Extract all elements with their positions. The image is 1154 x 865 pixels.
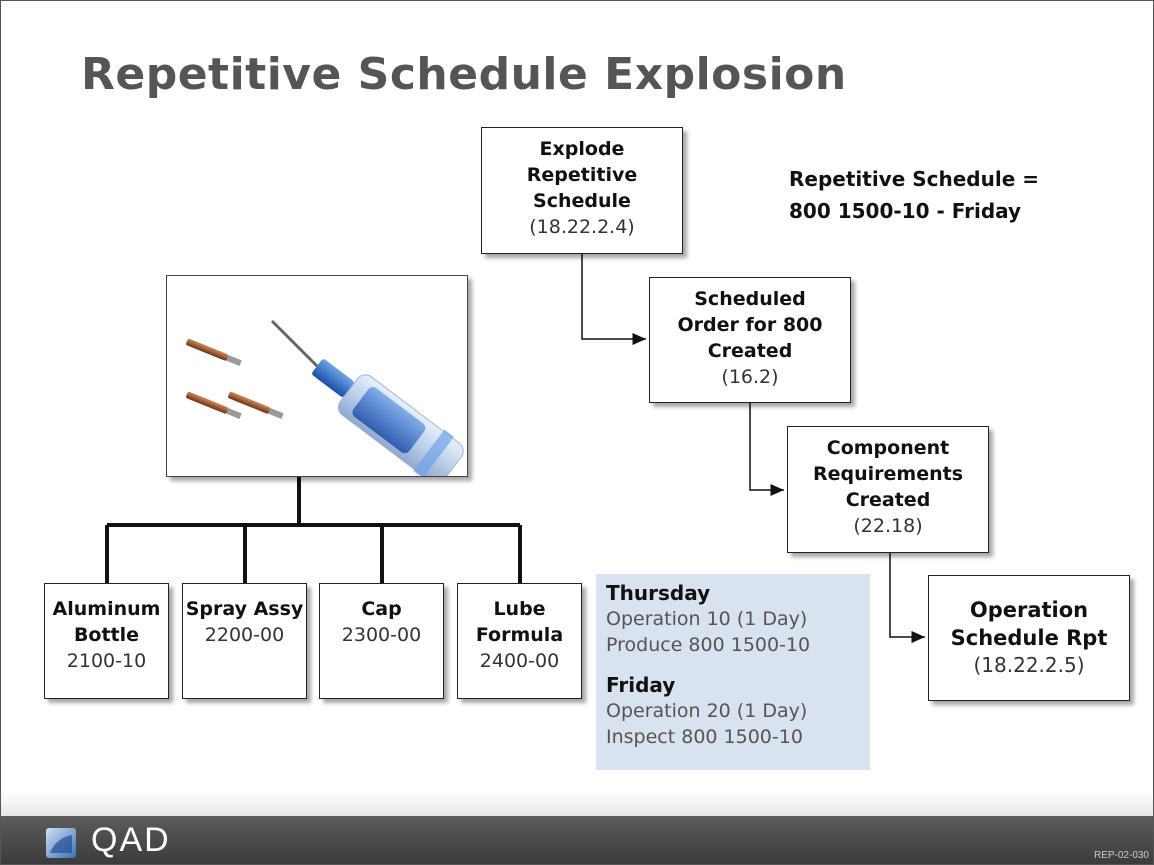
scheduled-line3: Created bbox=[707, 340, 793, 362]
bom-tree-lines bbox=[105, 477, 522, 583]
explode-line3: Schedule bbox=[533, 190, 631, 212]
component-label: Bottle bbox=[73, 624, 140, 646]
friday-task: Inspect 800 1500-10 bbox=[606, 726, 803, 748]
operation-timeline: Thursday Operation 10 (1 Day) Produce 80… bbox=[596, 574, 870, 770]
scheduled-order-box: Scheduled Order for 800 Created (16.2) bbox=[649, 277, 851, 403]
operation-schedule-box: Operation Schedule Rpt (18.22.2.5) bbox=[928, 575, 1130, 701]
component-line1: Component bbox=[826, 437, 950, 459]
day-thursday: Thursday bbox=[606, 581, 711, 605]
component-part-number: 2200-00 bbox=[204, 624, 285, 646]
component-part-number: 2300-00 bbox=[341, 624, 422, 646]
operation-line1: Operation bbox=[969, 598, 1089, 622]
footer-fade bbox=[1, 791, 1153, 817]
note-line1: Repetitive Schedule = bbox=[789, 167, 1039, 191]
footer-bar bbox=[1, 816, 1153, 864]
scheduled-code: (16.2) bbox=[721, 366, 779, 388]
slide-code: REP-02-030 bbox=[1093, 850, 1149, 861]
component-box-cap: Cap 2300-00 bbox=[319, 583, 444, 699]
component-box-aluminum-bottle: Aluminum Bottle 2100-10 bbox=[44, 583, 169, 699]
component-requirements-box: Component Requirements Created (22.18) bbox=[787, 426, 989, 553]
scheduled-line2: Order for 800 bbox=[677, 314, 823, 336]
component-part-number: 2100-10 bbox=[66, 650, 147, 672]
arrow-scheduled-to-component bbox=[749, 403, 784, 496]
explode-line2: Repetitive bbox=[526, 164, 638, 186]
day-friday: Friday bbox=[606, 673, 676, 697]
thursday-task: Produce 800 1500-10 bbox=[606, 634, 811, 656]
schedule-note: Repetitive Schedule = 800 1500-10 - Frid… bbox=[789, 163, 1039, 227]
operation-line2: Schedule Rpt bbox=[950, 626, 1108, 650]
scheduled-line1: Scheduled bbox=[694, 288, 806, 310]
component-line2: Requirements bbox=[812, 463, 963, 485]
component-box-spray-assy: Spray Assy 2200-00 bbox=[182, 583, 307, 699]
component-line3: Created bbox=[845, 489, 931, 511]
qad-logo-text: QAD bbox=[91, 821, 171, 859]
arrow-explode-to-scheduled bbox=[581, 254, 646, 345]
syringe-image bbox=[166, 275, 468, 477]
component-label: Spray Assy bbox=[185, 598, 304, 620]
component-label: Cap bbox=[361, 598, 402, 620]
component-code: (22.18) bbox=[853, 515, 923, 537]
component-label: Formula bbox=[475, 624, 564, 646]
friday-operation: Operation 20 (1 Day) bbox=[606, 700, 808, 722]
component-label: Aluminum bbox=[52, 598, 161, 620]
note-line2: 800 1500-10 - Friday bbox=[789, 199, 1022, 223]
page-title: Repetitive Schedule Explosion bbox=[81, 49, 847, 100]
explode-schedule-box: Explode Repetitive Schedule (18.22.2.4) bbox=[481, 127, 683, 254]
operation-code: (18.22.2.5) bbox=[973, 653, 1085, 677]
qad-logo-icon bbox=[46, 828, 76, 858]
arrow-component-to-operation bbox=[889, 553, 925, 643]
component-label: Lube bbox=[493, 598, 546, 620]
component-box-lube-formula: Lube Formula 2400-00 bbox=[457, 583, 582, 699]
thursday-operation: Operation 10 (1 Day) bbox=[606, 608, 808, 630]
explode-line1: Explode bbox=[539, 138, 625, 160]
component-part-number: 2400-00 bbox=[479, 650, 560, 672]
explode-code: (18.22.2.4) bbox=[529, 216, 635, 238]
